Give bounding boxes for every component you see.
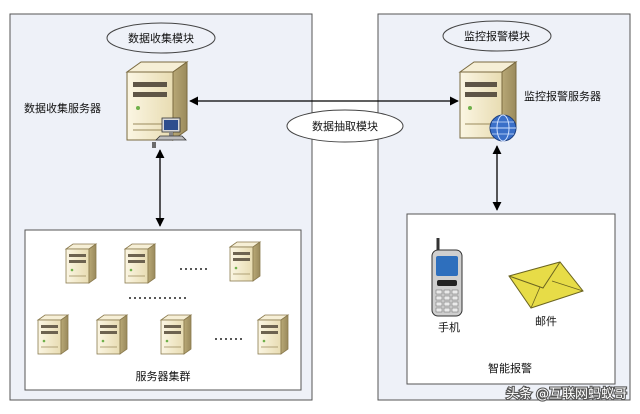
- cluster-dots: [129, 268, 242, 340]
- extraction-module-ellipse: [286, 109, 404, 143]
- computer-icon: [152, 117, 187, 148]
- phone-icon: [431, 238, 463, 317]
- cluster-server-icon: [37, 314, 69, 355]
- cluster-server-icon: [96, 314, 128, 355]
- mail-label: 邮件: [535, 315, 557, 328]
- monitor-module-title: 监控报警模块: [464, 29, 530, 43]
- cluster-server-icon: [160, 314, 192, 355]
- monitor-server-label: 监控报警服务器: [524, 89, 601, 103]
- cluster-server-icon: [229, 241, 261, 282]
- collection-module-title-ellipse: [106, 22, 216, 54]
- monitor-module-title-ellipse: [442, 20, 552, 52]
- phone-label: 手机: [438, 320, 460, 334]
- extraction-module-title: 数据抽取模块: [312, 119, 378, 133]
- collection-server-label: 数据收集服务器: [24, 101, 101, 115]
- smart-alarm-label: 智能报警: [488, 361, 532, 375]
- globe-icon: [489, 114, 517, 142]
- mail-icon: [508, 261, 584, 309]
- collection-module-title: 数据收集模块: [128, 31, 194, 45]
- server-cluster-label: 服务器集群: [136, 369, 191, 383]
- cluster-server-icon: [257, 314, 289, 355]
- cluster-server-icon: [124, 243, 156, 284]
- watermark: 头条 @互联网蚂蚁哥: [506, 386, 627, 402]
- cluster-server-icon: [65, 243, 97, 284]
